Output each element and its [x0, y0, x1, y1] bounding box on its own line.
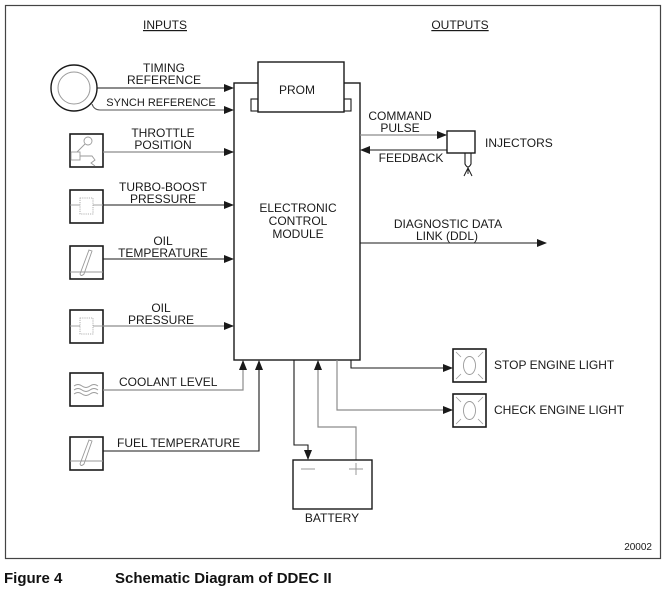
figure-title: Schematic Diagram of DDEC II	[115, 570, 332, 587]
figure-number: Figure 4	[4, 570, 63, 587]
prom-label: PROM	[279, 83, 315, 97]
oil-pressure-label-2: PRESSURE	[128, 313, 194, 327]
thermometer-icon	[69, 245, 104, 280]
throttle-position-label-2: POSITION	[134, 138, 191, 152]
synch-reference-label: SYNCH REFERENCE	[106, 97, 215, 109]
throttle-pedal-icon	[69, 133, 104, 168]
ecm-label-line1: ELECTRONIC	[259, 201, 337, 215]
coolant-level-line	[103, 360, 247, 391]
outputs-header: OUTPUTS	[431, 18, 488, 32]
timing-reference-label-2: REFERENCE	[127, 73, 201, 87]
oil-temperature-label-2: TEMPERATURE	[118, 246, 208, 260]
coolant-level-label: COOLANT LEVEL	[119, 375, 218, 389]
fuel-temperature-label: FUEL TEMPERATURE	[117, 436, 240, 450]
prom-chip: PROM	[250, 61, 352, 113]
battery-icon	[292, 459, 373, 510]
turbo-boost-pressure-label-1: TURBO-BOOST	[119, 180, 208, 194]
inputs-header: INPUTS	[143, 18, 187, 32]
coolant-wave-icon	[69, 372, 104, 407]
pressure-sensor-icon	[69, 309, 104, 344]
injector-icon	[446, 130, 476, 177]
prom-left-tab	[250, 98, 259, 112]
battery-label: BATTERY	[305, 511, 359, 525]
command-pulse-label-1: COMMAND	[368, 109, 432, 123]
throttle-position-label-1: THROTTLE	[131, 126, 194, 140]
ecm-label-line2: CONTROL	[269, 214, 328, 228]
injectors-label: INJECTORS	[485, 136, 553, 150]
thermometer-icon	[69, 436, 104, 471]
ecm-label-line3: MODULE	[272, 227, 323, 241]
fuel-temperature-line	[103, 360, 263, 452]
synch-reference-line	[91, 103, 234, 114]
oil-pressure-label-1: OIL	[151, 301, 171, 315]
timing-reference-label-1: TIMING	[143, 61, 185, 75]
ddl-label-1: DIAGNOSTIC DATA	[394, 217, 502, 231]
check-engine-light-line	[336, 360, 453, 414]
command-pulse-label-2: PULSE	[380, 121, 419, 135]
turbo-boost-pressure-label-2: PRESSURE	[130, 192, 196, 206]
oil-temperature-label-1: OIL	[153, 234, 173, 248]
ddl-label-2: LINK (DDL)	[416, 229, 478, 243]
pressure-sensor-icon	[69, 189, 104, 224]
battery-negative-line	[293, 360, 312, 460]
ecm-block: ELECTRONIC CONTROL MODULE	[233, 82, 361, 361]
check-engine-light-icon	[452, 393, 487, 428]
stop-engine-light-line	[350, 360, 453, 372]
figure-reference-id: 20002	[624, 542, 652, 553]
battery-positive-line	[314, 360, 357, 460]
stop-engine-light-label: STOP ENGINE LIGHT	[494, 358, 615, 372]
figure-frame	[4, 4, 662, 560]
feedback-label: FEEDBACK	[379, 151, 444, 165]
check-engine-light-label: CHECK ENGINE LIGHT	[494, 403, 625, 417]
stop-engine-light-icon	[452, 348, 487, 383]
prom-box	[257, 61, 345, 113]
prom-right-tab	[343, 98, 352, 112]
timing-wheel-icon	[50, 64, 98, 112]
